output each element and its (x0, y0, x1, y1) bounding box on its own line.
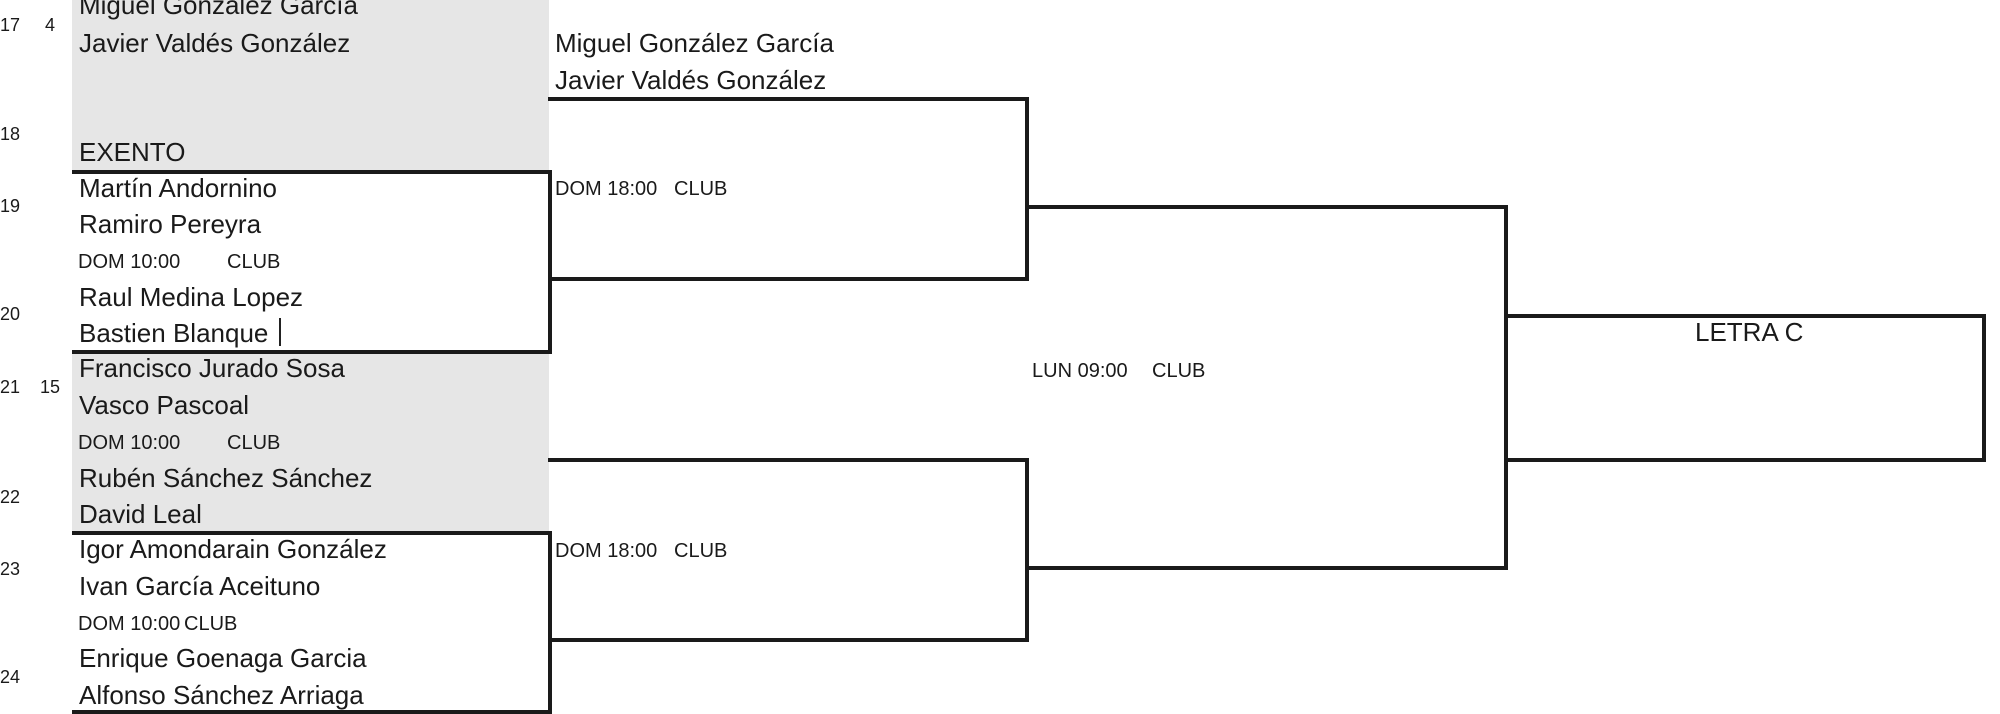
player-name: Francisco Jurado Sosa (79, 353, 345, 383)
final-label: LETRA C (1695, 317, 1804, 347)
row-number: 18 (0, 124, 21, 144)
seed-number: 15 (40, 377, 61, 397)
match-venue: CLUB (1152, 360, 1206, 382)
bracket-line (1025, 205, 1508, 209)
player-name: Rubén Sánchez Sánchez (79, 463, 373, 493)
shaded-block-middle (72, 353, 549, 532)
text-cursor (279, 318, 281, 346)
match-venue: CLUB (674, 178, 728, 200)
match-venue: CLUB (184, 613, 238, 635)
seed-number: 4 (45, 15, 56, 35)
player-name: Alfonso Sánchez Arriaga (79, 680, 364, 710)
row-number: 22 (0, 487, 21, 507)
row-number: 17 (0, 15, 21, 35)
bracket-line (1025, 458, 1029, 642)
bracket-line (1025, 566, 1508, 570)
bracket-line (72, 170, 551, 174)
player-name: Miguel González García (555, 28, 834, 58)
bracket-line (1982, 314, 1986, 462)
player-name: Javier Valdés González (79, 28, 351, 58)
match-time: DOM 18:00 (555, 178, 658, 200)
match-time: DOM 18:00 (555, 540, 658, 562)
player-name: Raul Medina Lopez (79, 282, 304, 312)
match-venue: CLUB (674, 540, 728, 562)
player-name: Ramiro Pereyra (79, 209, 262, 239)
match-venue: CLUB (227, 251, 281, 273)
player-name: David Leal (79, 499, 202, 529)
row-number: 20 (0, 304, 21, 324)
row-number: 19 (0, 196, 21, 216)
bracket-line (548, 277, 1029, 281)
shaded-block-top (72, 0, 549, 171)
bye-label: EXENTO (79, 137, 186, 167)
bracket-line (1025, 97, 1029, 281)
bracket-line (1504, 205, 1508, 570)
bracket-line (548, 458, 1029, 462)
match-time: LUN 09:00 (1032, 360, 1128, 382)
row-number: 21 (0, 377, 21, 397)
player-name: Martín Andornino (79, 173, 278, 203)
match-venue: CLUB (227, 432, 281, 454)
bracket-line (548, 97, 1029, 101)
row-number: 23 (0, 559, 21, 579)
match-time: DOM 10:00 (78, 432, 181, 454)
bracket-line (548, 638, 1029, 642)
player-name: Enrique Goenaga Garcia (79, 643, 367, 673)
player-name: Ivan García Aceituno (79, 571, 321, 601)
player-name: Bastien Blanque (79, 318, 269, 348)
match-time: DOM 10:00 (78, 613, 181, 635)
match-time: DOM 10:00 (78, 251, 181, 273)
bracket-line (548, 170, 552, 354)
bracket-line (72, 350, 551, 354)
player-name: Igor Amondarain González (79, 534, 387, 564)
bracket-line (1504, 314, 1986, 318)
bracket-line (72, 531, 551, 535)
player-name: Miguel González García (79, 0, 358, 20)
bracket-line (72, 710, 551, 714)
row-number: 24 (0, 667, 21, 687)
player-name: Vasco Pascoal (79, 390, 250, 420)
bracket-line (548, 531, 552, 714)
player-name: Javier Valdés González (555, 65, 827, 95)
bracket-line (1504, 458, 1986, 462)
